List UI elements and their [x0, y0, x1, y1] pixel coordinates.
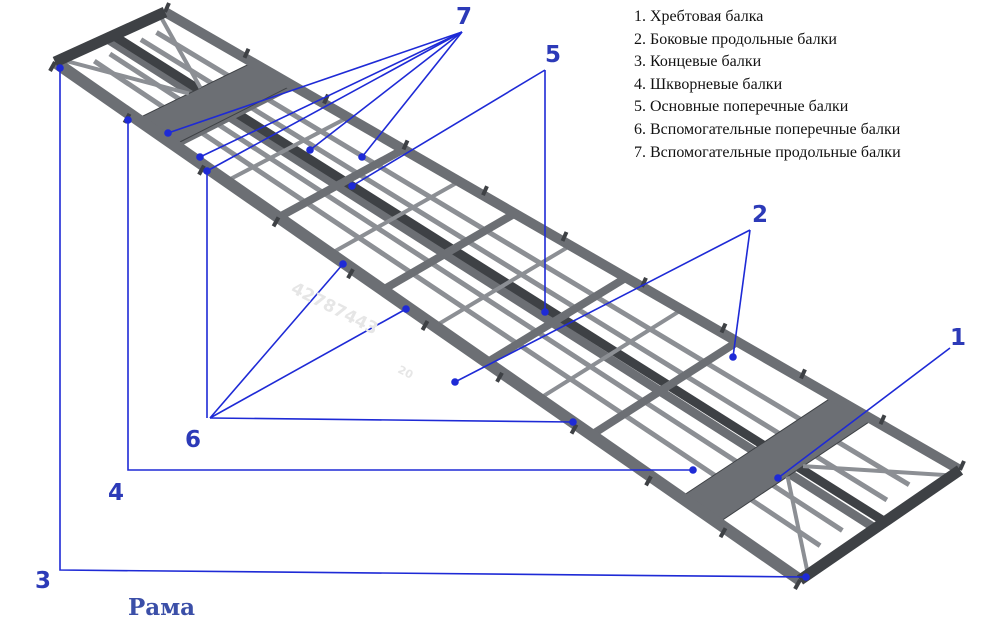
leader-6	[209, 263, 344, 419]
leader-1	[777, 347, 951, 479]
leader-7	[199, 31, 463, 158]
end-brace	[802, 464, 953, 478]
frame-number-stamp-small: 20	[396, 363, 416, 382]
dot-3	[56, 64, 64, 72]
dot-6	[339, 260, 347, 268]
callout-label-6: 6	[185, 427, 201, 453]
dot-7	[196, 153, 204, 161]
legend-item-7: 7. Вспомогательные продольные балки	[634, 143, 901, 161]
dot-4	[124, 116, 132, 124]
dot-2	[729, 353, 737, 361]
stake-pocket	[793, 579, 802, 590]
legend-item-3: 3. Концевые балки	[634, 53, 762, 71]
leader-4	[127, 120, 693, 471]
legend-item-1: 1. Хребтовая балка	[634, 8, 764, 25]
main-cross-beam	[485, 274, 629, 366]
leader-5	[351, 69, 546, 187]
dot-7	[306, 146, 314, 154]
leader-7	[309, 31, 463, 151]
legend-list: 1. Хребтовая балка 2. Боковые продольные…	[634, 6, 901, 164]
callout-leaders	[56, 31, 951, 581]
legend-item-6: 6. Вспомогательные поперечные балки	[634, 120, 901, 138]
legend-item-2: 2. Боковые продольные балки	[634, 30, 837, 48]
dot-5	[541, 308, 549, 316]
legend-item-5: 5. Основные поперечные балки	[634, 98, 849, 116]
leader-6	[209, 308, 407, 419]
leader-7	[206, 31, 463, 172]
center-sill	[104, 34, 878, 533]
callout-label-3: 3	[35, 568, 51, 594]
center-sill-web	[110, 31, 888, 526]
stake-pocket	[958, 460, 966, 471]
stake-pocket	[271, 216, 281, 228]
stake-pocket	[401, 139, 410, 151]
leader-3	[59, 68, 807, 578]
stake-pocket	[569, 423, 579, 435]
dot-6	[402, 305, 410, 313]
legend-item-4: 4. Шкворневые балки	[634, 75, 783, 93]
dot-3	[802, 573, 810, 581]
callout-label-7: 7	[456, 4, 472, 30]
end-brace	[785, 476, 810, 575]
callout-labels: 1 2 3 4 5 6 7	[35, 4, 966, 594]
end-brace	[157, 13, 203, 89]
stake-pocket	[718, 527, 728, 539]
aux-cross-beam	[433, 243, 572, 328]
aux-cross-beam	[225, 115, 349, 183]
leader-7	[361, 31, 463, 158]
stake-pocket	[799, 368, 807, 380]
dot-7	[164, 129, 172, 137]
stake-pocket	[719, 322, 728, 334]
leader-2	[732, 229, 751, 358]
stake-pocket	[163, 2, 171, 13]
stake-pocket	[495, 371, 504, 383]
aux-cross-beam	[329, 179, 461, 256]
end-beam	[52, 6, 168, 68]
stake-pocket	[878, 414, 887, 426]
callout-label-5: 5	[545, 42, 561, 68]
stake-pocket	[197, 164, 206, 176]
leader-2	[454, 229, 751, 383]
aux-cross-beam	[538, 308, 683, 401]
dot-6	[569, 418, 577, 426]
aux-longitudinal-beam	[155, 30, 911, 487]
aux-longitudinal-beam	[108, 51, 844, 533]
stake-pocket	[420, 320, 430, 331]
main-cross-beam	[589, 338, 740, 439]
end-beam	[796, 465, 964, 585]
wagon-frame-illustration	[48, 2, 966, 590]
callout-label-4: 4	[108, 480, 124, 506]
dot-1	[774, 474, 782, 482]
diagram-caption: Рама	[128, 594, 196, 621]
aux-longitudinal-beam	[92, 59, 822, 548]
stake-pocket	[242, 47, 251, 59]
dot-4	[689, 466, 697, 474]
leader-7	[167, 31, 463, 134]
leader-6	[209, 417, 574, 423]
end-brace	[59, 57, 190, 96]
main-cross-beam	[276, 145, 406, 221]
stake-pocket	[481, 185, 489, 197]
stake-pocket	[48, 61, 57, 72]
main-cross-beam	[380, 210, 517, 294]
stake-pocket	[644, 475, 653, 487]
dot-7	[358, 153, 366, 161]
frame-number-stamp: 42787443	[288, 279, 381, 340]
stake-pocket	[560, 231, 569, 242]
callout-label-2: 2	[752, 202, 768, 228]
stake-pocket	[346, 268, 355, 280]
aux-longitudinal-beam	[139, 37, 889, 503]
dot-2	[451, 378, 459, 386]
dot-5	[348, 182, 356, 190]
callout-label-1: 1	[950, 325, 966, 351]
